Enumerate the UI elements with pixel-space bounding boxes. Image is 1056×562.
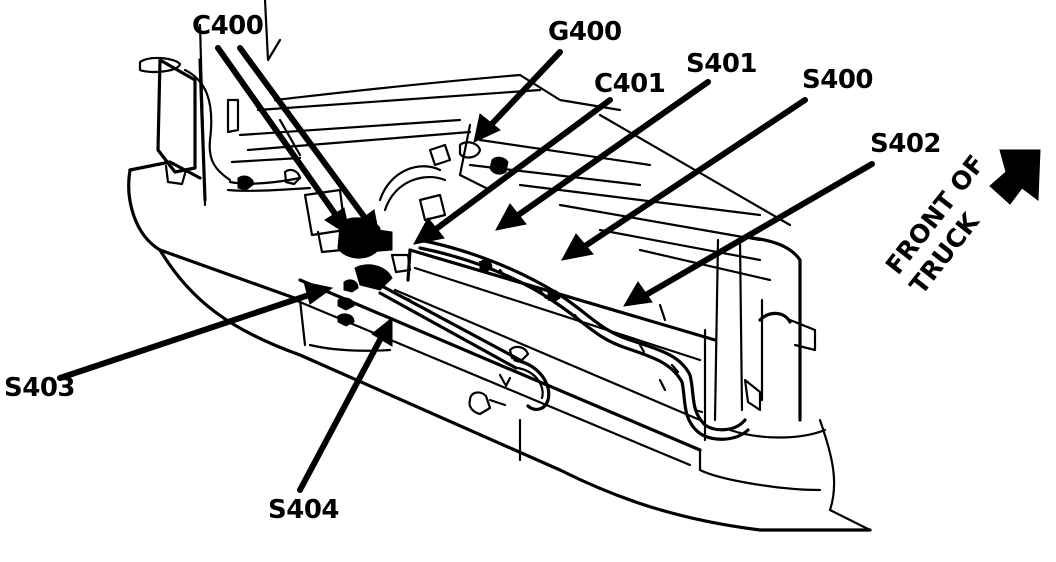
license-lamp: [468, 373, 512, 416]
g400-ground-bolt: [428, 141, 509, 175]
connector-cluster: [303, 188, 447, 327]
label-s402: S402: [870, 129, 941, 159]
callout-arrow-s400: [561, 97, 808, 261]
label-s400: S400: [802, 65, 873, 95]
callout-arrow-s401: [495, 79, 711, 231]
callout-arrows: [57, 45, 875, 493]
callout-arrow-g400: [473, 49, 563, 143]
label-s401: S401: [686, 49, 757, 79]
left-tail-lamp: [138, 56, 240, 202]
callout-arrow-c401: [413, 97, 613, 245]
label-c401: C401: [594, 69, 665, 99]
callout-arrow-s404: [297, 316, 393, 493]
callout-arrow-s402: [623, 161, 875, 307]
right-tail-lamp: [713, 236, 817, 422]
main-harness: [418, 238, 750, 441]
tailgate-harness: [378, 283, 551, 411]
callout-arrow-c400: [215, 45, 351, 238]
callout-labels: C400 G400 C401 S401 S400 S402 S403 S404: [4, 11, 942, 525]
callout-arrow-c400-b: [237, 45, 381, 242]
arrow-up-right-icon: [989, 149, 1041, 205]
label-g400: G400: [548, 17, 622, 47]
label-s404: S404: [268, 495, 339, 525]
rear-bumper: [127, 160, 872, 532]
callout-arrow-s403: [57, 281, 334, 381]
left-lamp-wires: [226, 165, 447, 212]
label-s403: S403: [4, 373, 75, 403]
front-of-truck-indicator: FRONT OF TRUCK: [880, 149, 1041, 300]
label-c400: C400: [192, 11, 263, 41]
